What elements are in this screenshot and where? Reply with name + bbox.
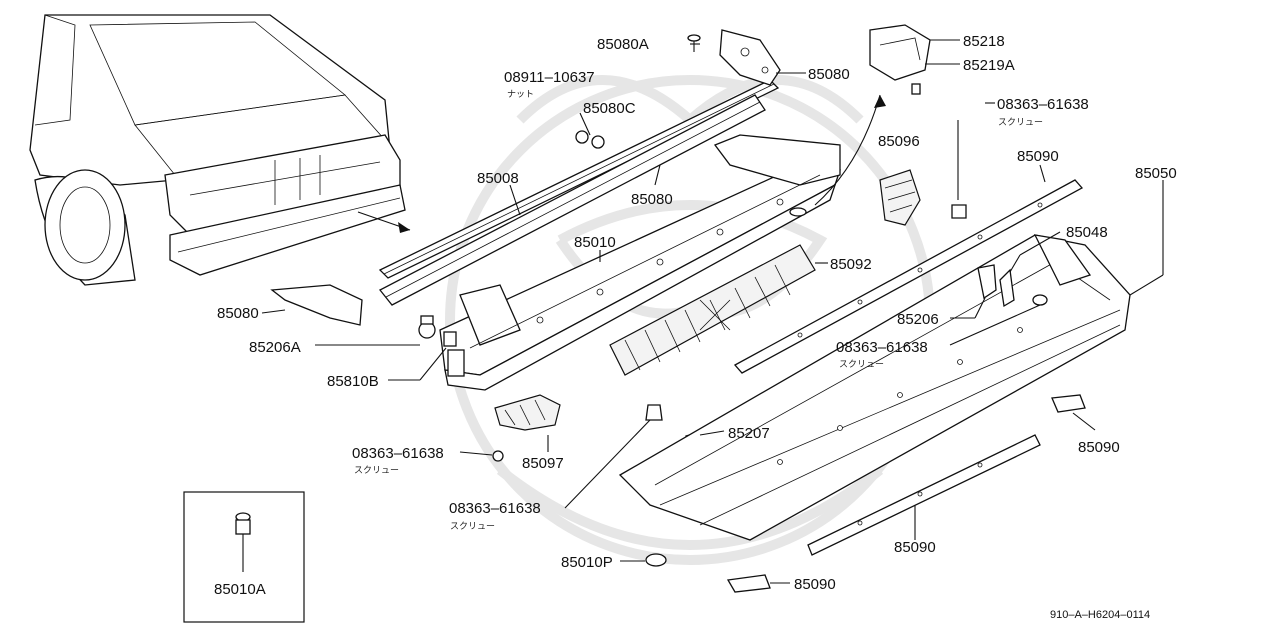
inset-box — [183, 491, 305, 623]
bracket-85090-right — [1051, 394, 1086, 413]
clip-85206A — [418, 315, 436, 339]
strip-85090-top — [733, 179, 1084, 374]
nut-08911 — [575, 130, 605, 149]
bracket-85097 — [494, 394, 561, 431]
clip-85010P — [645, 553, 667, 567]
label-08363-c: 08363–61638 — [352, 445, 444, 462]
document-code: 910–A–H6204–0114 — [1050, 609, 1150, 621]
part-labels: 85080A 85080 08911–10637 ナット 85080C 8500… — [214, 33, 1177, 621]
side-bracket-85080 — [270, 284, 363, 326]
label-85010P: 85010P — [561, 554, 613, 571]
label-85097: 85097 — [522, 455, 564, 472]
label-85092: 85092 — [830, 256, 872, 273]
bracket-85090-lowest — [726, 574, 771, 593]
bumper-cover-85050 — [618, 234, 1131, 541]
label-08363-a-sub: スクリュー — [998, 117, 1043, 127]
clip-85206 — [977, 264, 997, 300]
label-85010A: 85010A — [214, 581, 266, 598]
label-85207: 85207 — [728, 425, 770, 442]
label-08363-a: 08363–61638 — [997, 96, 1089, 113]
label-85080-mid: 85080 — [631, 191, 673, 208]
absorber-85092 — [609, 244, 816, 376]
label-08363-d: 08363–61638 — [449, 500, 541, 517]
bracket-85218 — [869, 24, 931, 81]
bracket-85048 — [999, 268, 1015, 308]
strip-85090-bottom — [807, 434, 1041, 556]
label-08363-d-sub: スクリュー — [450, 521, 495, 531]
car-rear-illustration — [29, 14, 406, 286]
label-08911-sub: ナット — [507, 89, 534, 99]
label-85090-right: 85090 — [1078, 439, 1120, 456]
label-85090-lowest: 85090 — [794, 576, 836, 593]
label-85810B: 85810B — [327, 373, 379, 390]
screw-08363-a — [951, 204, 967, 219]
label-85050: 85050 — [1135, 165, 1177, 182]
label-85090-top: 85090 — [1017, 148, 1059, 165]
label-85010: 85010 — [574, 234, 616, 251]
label-85206A: 85206A — [249, 339, 301, 356]
pad-85096 — [879, 169, 921, 226]
label-85048: 85048 — [1066, 224, 1108, 241]
curved-arrow — [814, 94, 881, 206]
clip-85810B — [443, 331, 457, 347]
label-85008: 85008 — [477, 170, 519, 187]
label-85080-top: 85080 — [808, 66, 850, 83]
label-85218: 85218 — [963, 33, 1005, 50]
label-85080-left: 85080 — [217, 305, 259, 322]
label-85090-bottom: 85090 — [894, 539, 936, 556]
label-85080C: 85080C — [583, 100, 636, 117]
bolt-85080A — [687, 34, 701, 52]
fastener-85010A — [235, 512, 251, 572]
upper-strip-85008 — [378, 79, 780, 279]
label-85206: 85206 — [897, 311, 939, 328]
label-08911-10637: 08911–10637 — [504, 69, 595, 86]
label-08363-b-sub: スクリュー — [839, 359, 884, 369]
label-08363-c-sub: スクリュー — [354, 465, 399, 475]
label-85096: 85096 — [878, 133, 920, 150]
screw-08363-b — [1032, 294, 1048, 306]
bolt-85219A — [911, 83, 921, 95]
bracket-85080-top — [719, 29, 781, 86]
screw-08363-c — [492, 450, 504, 462]
label-85219A: 85219A — [963, 57, 1015, 74]
upper-strip-85080 — [378, 94, 766, 306]
leader-lines — [261, 39, 1164, 584]
arrow-head — [398, 222, 410, 233]
label-85080A: 85080A — [597, 36, 649, 53]
screw-08363-d — [645, 404, 663, 421]
label-08363-b: 08363–61638 — [836, 339, 928, 356]
